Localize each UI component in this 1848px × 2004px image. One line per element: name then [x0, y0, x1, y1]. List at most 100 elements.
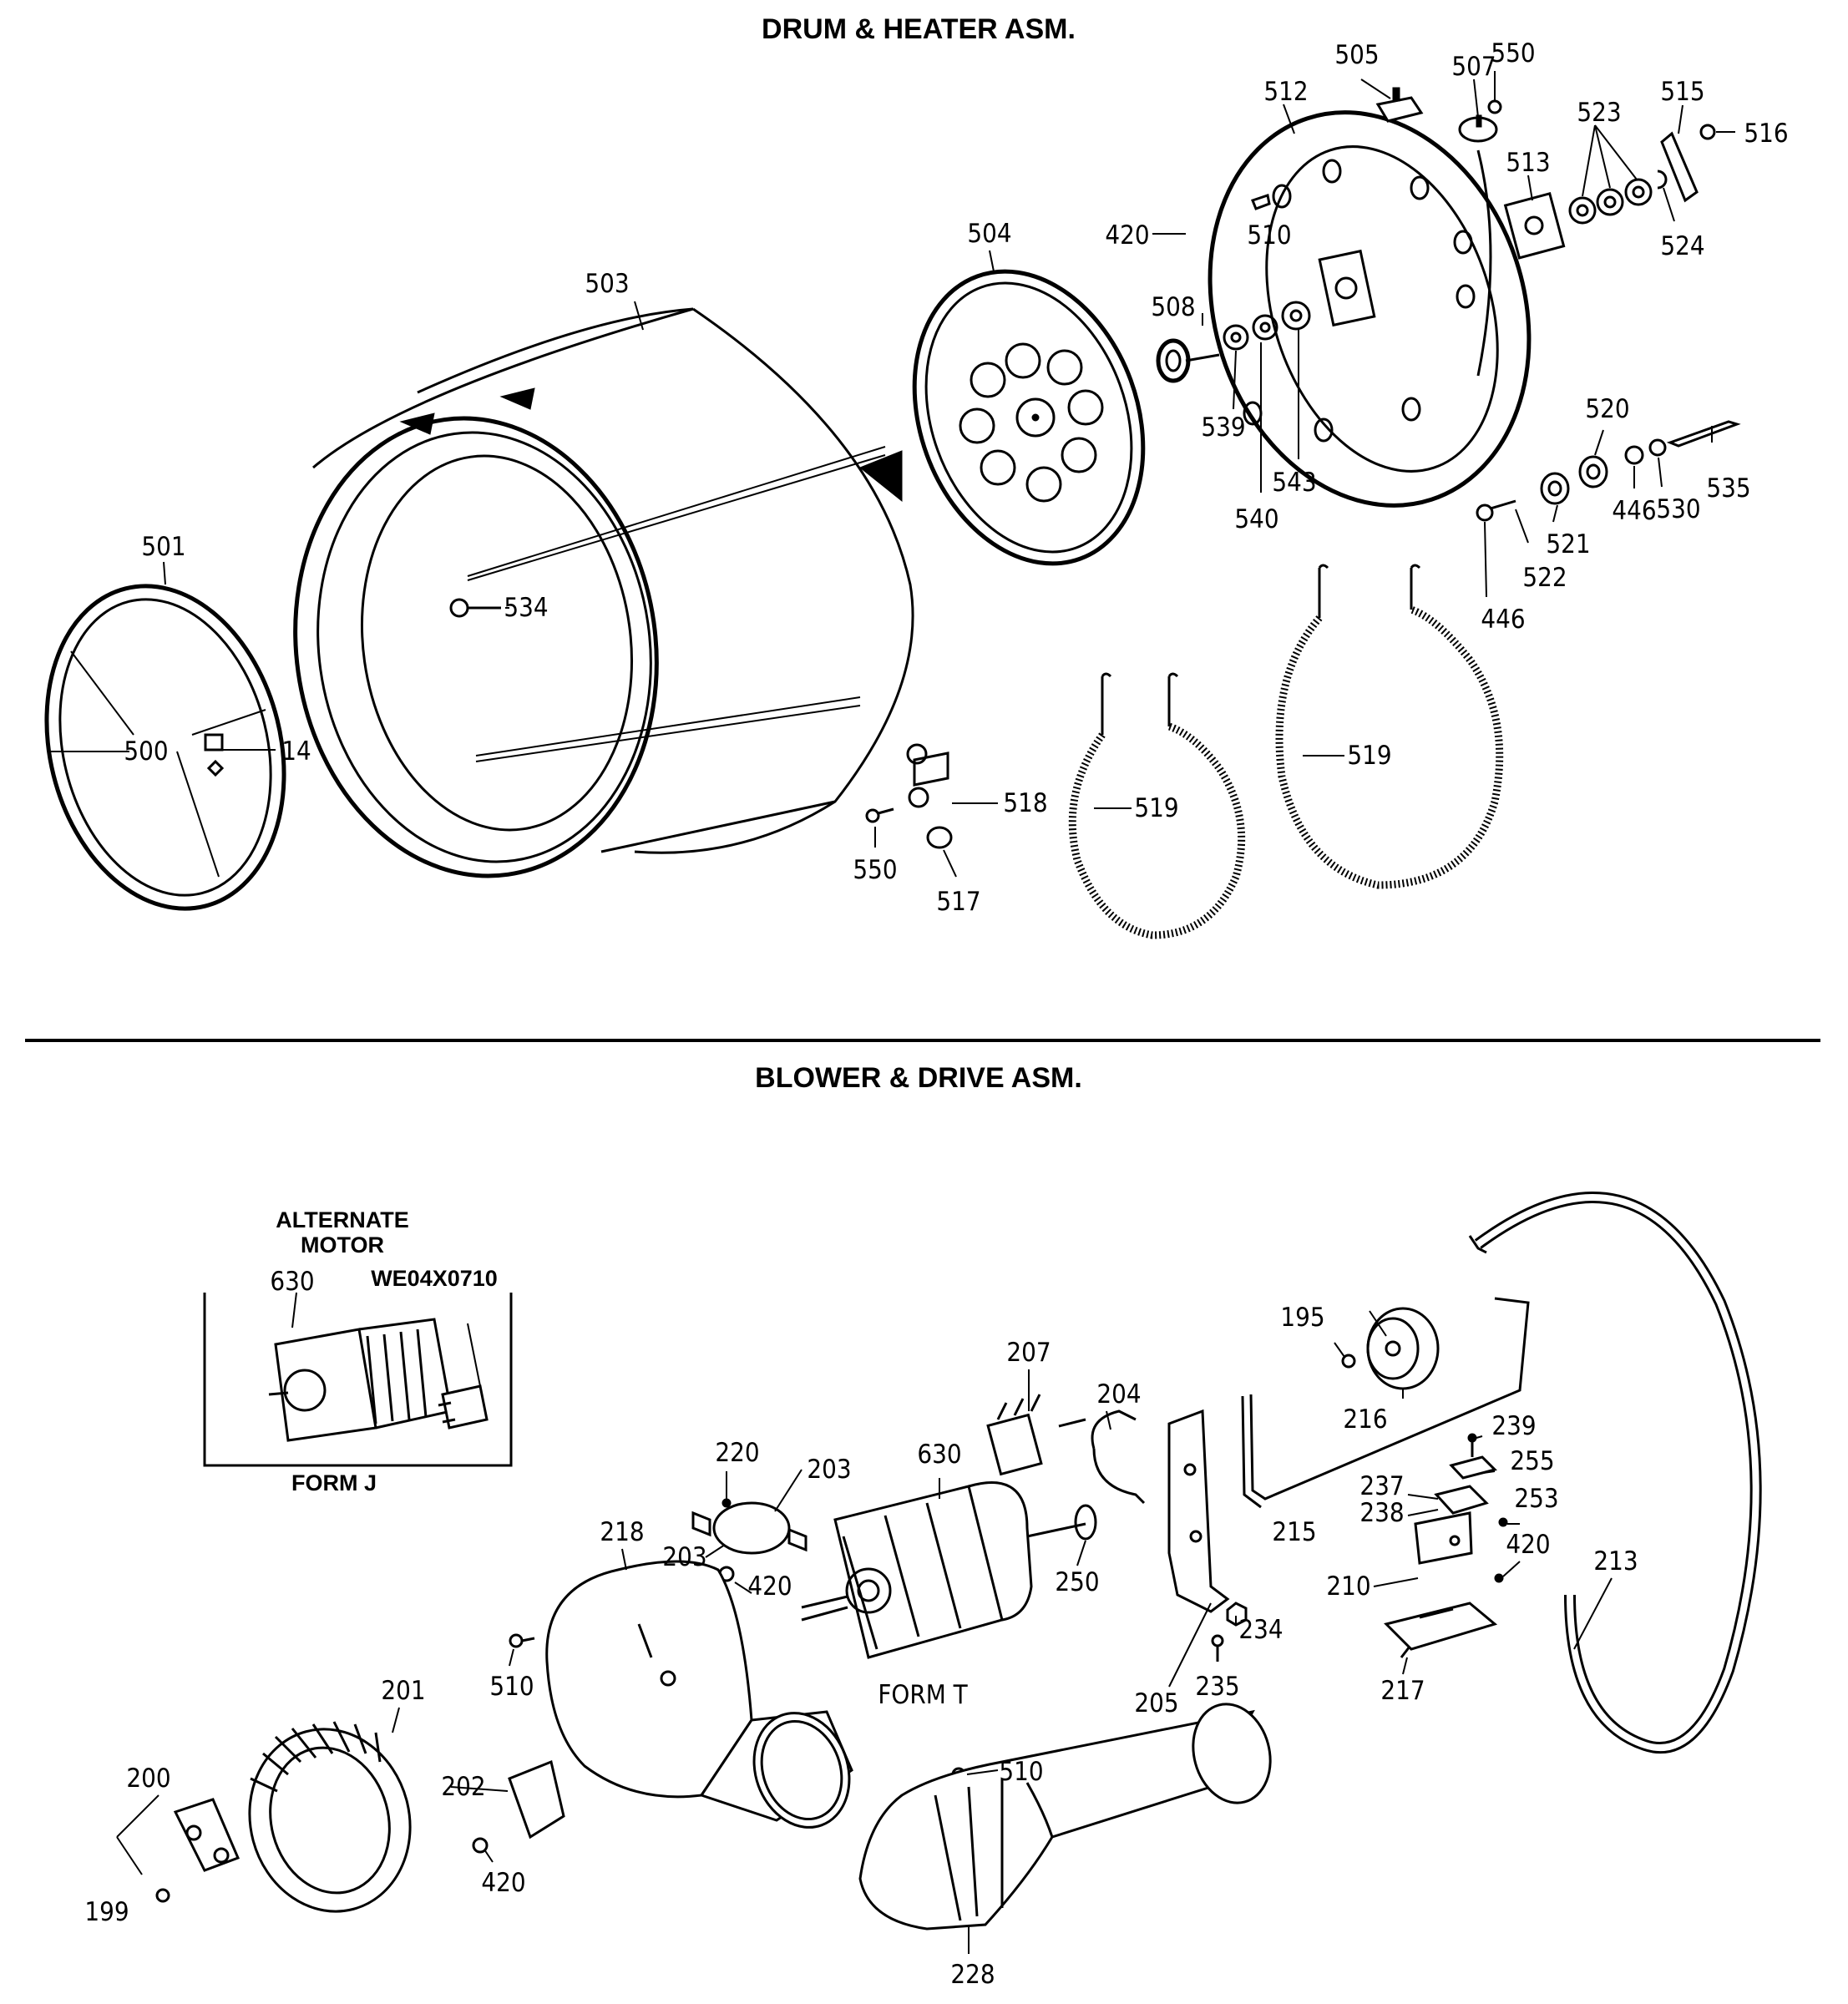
idler-mount-plate [1384, 1602, 1498, 1658]
callout: 420 [481, 1868, 525, 1898]
blower-drive-title: BLOWER & DRIVE ASM. [755, 1062, 1082, 1094]
callout: 255 [1510, 1446, 1554, 1476]
callout: 523 [1577, 98, 1621, 128]
form-t-label: FORM T [878, 1680, 968, 1710]
leader-lines-top [163, 71, 1735, 878]
callout: 218 [600, 1517, 644, 1547]
callout: 517 [936, 887, 980, 917]
callout: 239 [1491, 1411, 1536, 1441]
callout: 204 [1096, 1379, 1141, 1409]
callout: 234 [1238, 1615, 1283, 1645]
callout: 543 [1272, 468, 1316, 498]
drive-belt [1468, 1192, 1762, 1754]
idler-rod [1241, 1297, 1530, 1509]
callout: 238 [1359, 1498, 1404, 1528]
callout: 215 [1272, 1517, 1316, 1547]
motor-mount [1091, 1409, 1248, 1662]
callout: 228 [950, 1960, 995, 1990]
callout: 519 [1134, 793, 1178, 823]
callout: 534 [504, 593, 548, 623]
callout: 515 [1660, 77, 1704, 107]
callout: 237 [1359, 1471, 1404, 1501]
callout: 235 [1195, 1672, 1239, 1702]
callout: 199 [84, 1897, 129, 1927]
callout: 519 [1347, 741, 1391, 771]
blower-wheel [248, 1721, 412, 1913]
blower-housing [545, 1560, 853, 1829]
inset-labels: ALTERNATE MOTOR 630 WE04X0710 FORM J FOR… [270, 1207, 968, 1710]
callout: 446 [1481, 605, 1525, 635]
blower-clip [472, 1759, 565, 1854]
drum-bearing [1156, 338, 1220, 383]
callout: 540 [1234, 504, 1278, 534]
rear-bulkhead [1208, 110, 1532, 508]
callout: 446 [1612, 496, 1656, 526]
callout: 217 [1380, 1676, 1425, 1706]
callout: 510 [1247, 220, 1291, 250]
idler-pulley [1341, 1307, 1440, 1390]
callout: 513 [1506, 148, 1550, 178]
callout: 202 [441, 1772, 485, 1802]
callout: 550 [853, 855, 897, 885]
callout: 530 [1656, 494, 1700, 524]
callout: 504 [967, 219, 1011, 249]
callout: 510 [999, 1757, 1043, 1787]
callout: 207 [1006, 1338, 1051, 1368]
shaft-washers [1223, 194, 1311, 351]
callout: 200 [126, 1764, 170, 1794]
callout: 522 [1522, 563, 1567, 593]
callout: 510 [489, 1672, 534, 1702]
callout: 420 [1506, 1530, 1550, 1560]
heater-coil-small [1068, 672, 1246, 939]
callout: 203 [662, 1542, 706, 1572]
exhaust-duct [858, 1703, 1272, 1931]
inset-title-line1: ALTERNATE [276, 1207, 408, 1232]
heater-terminal-hardware [1476, 420, 1741, 522]
drum-back-plate [912, 269, 1146, 566]
callout: 521 [1546, 529, 1590, 559]
drum-cylinder [293, 307, 914, 878]
heater-bracket [865, 743, 953, 849]
callout: 203 [807, 1455, 851, 1485]
inset-form-label: FORM J [291, 1470, 377, 1495]
thermostats [1375, 87, 1502, 143]
terminal-block [1503, 124, 1716, 260]
callout: 539 [1201, 412, 1245, 443]
callout: 205 [1134, 1688, 1178, 1718]
idler-arm-parts [1414, 1433, 1508, 1583]
callout: 520 [1585, 394, 1629, 424]
callout-labels: 501 500 14 503 534 504 508 420 510 539 5… [84, 38, 1788, 1990]
callout: 216 [1343, 1404, 1387, 1435]
inset-title-line2: MOTOR [301, 1232, 384, 1258]
callout: 503 [585, 269, 629, 299]
front-seal-ring [44, 584, 286, 911]
callout: 507 [1451, 52, 1496, 82]
callout: 518 [1003, 788, 1047, 818]
alternate-motor-inset [203, 1293, 513, 1467]
callout: 508 [1151, 292, 1195, 322]
callout: 210 [1326, 1571, 1370, 1602]
callout: 420 [747, 1571, 792, 1602]
inset-motor-label: 630 [270, 1267, 314, 1297]
callout: 195 [1280, 1303, 1324, 1333]
callout: 550 [1491, 38, 1535, 68]
inset-part-number: WE04X0710 [371, 1266, 498, 1291]
idler-bracket [116, 1794, 240, 1903]
callout: 14 [281, 736, 311, 767]
callout: 220 [715, 1438, 759, 1468]
callout: 524 [1660, 231, 1704, 261]
callout: 201 [381, 1676, 425, 1706]
callout: 250 [1055, 1567, 1099, 1597]
callout: 630 [917, 1440, 961, 1470]
callout: 512 [1263, 77, 1308, 107]
heater-coil-large [1275, 564, 1504, 889]
callout: 501 [141, 532, 185, 562]
centrifugal-switch [986, 1394, 1086, 1476]
callout: 213 [1593, 1546, 1638, 1576]
motor-clamp [691, 1471, 808, 1582]
callout: 505 [1334, 40, 1379, 70]
callout: 535 [1706, 473, 1750, 504]
callout: 500 [124, 736, 168, 767]
drive-motor [801, 1481, 1097, 1659]
